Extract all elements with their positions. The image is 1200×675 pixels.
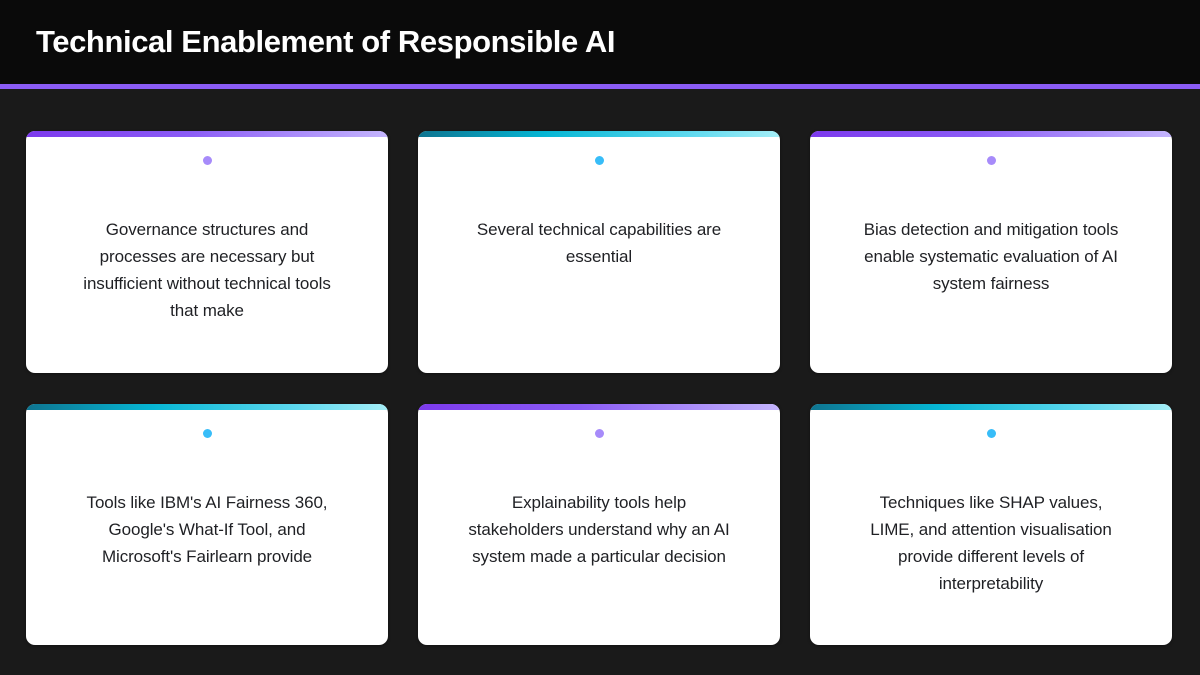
card-text: Tools like IBM's AI Fairness 360, Google… — [86, 492, 328, 566]
card-accent-topbar — [26, 131, 388, 137]
card-body: Bias detection and mitigation tools enab… — [810, 165, 1172, 373]
card-accent-topbar — [810, 131, 1172, 137]
card-body: Governance structures and processes are … — [26, 165, 388, 373]
card-accent-topbar — [418, 403, 780, 410]
card-body: Explainability tools help stakeholders u… — [418, 438, 780, 646]
card-bias-detection[interactable]: Bias detection and mitigation tools enab… — [810, 131, 1172, 373]
slide-header: Technical Enablement of Responsible AI — [0, 0, 1200, 84]
bullet-dot-icon — [594, 156, 604, 165]
card-accent-topbar — [418, 131, 780, 137]
card-body: Several technical capabilities are essen… — [418, 165, 780, 373]
card-technical-capabilities[interactable]: Several technical capabilities are essen… — [418, 131, 780, 373]
card-text: Governance structures and processes are … — [83, 220, 331, 320]
card-interpretability-techniques[interactable]: Techniques like SHAP values, LIME, and a… — [810, 403, 1172, 646]
card-governance-structures[interactable]: Governance structures and processes are … — [26, 131, 388, 373]
card-body: Tools like IBM's AI Fairness 360, Google… — [26, 438, 388, 646]
card-accent-topbar — [810, 403, 1172, 410]
header-accent-bar — [0, 84, 1200, 89]
bullet-dot-icon — [986, 156, 996, 165]
card-body: Techniques like SHAP values, LIME, and a… — [810, 438, 1172, 646]
bullet-dot-icon — [594, 428, 604, 438]
card-accent-topbar — [26, 403, 388, 410]
card-text: Explainability tools help stakeholders u… — [468, 492, 730, 566]
bullet-dot-icon — [202, 428, 212, 438]
bullet-dot-icon — [986, 428, 996, 438]
card-explainability-tools[interactable]: Explainability tools help stakeholders u… — [418, 403, 780, 646]
card-grid: Governance structures and processes are … — [0, 89, 1200, 675]
page-title: Technical Enablement of Responsible AI — [36, 23, 616, 59]
card-fairness-toolkits[interactable]: Tools like IBM's AI Fairness 360, Google… — [26, 403, 388, 646]
bullet-dot-icon — [202, 156, 212, 165]
card-text: Several technical capabilities are essen… — [476, 220, 722, 266]
card-text: Bias detection and mitigation tools enab… — [863, 220, 1119, 293]
card-text: Techniques like SHAP values, LIME, and a… — [870, 492, 1112, 593]
